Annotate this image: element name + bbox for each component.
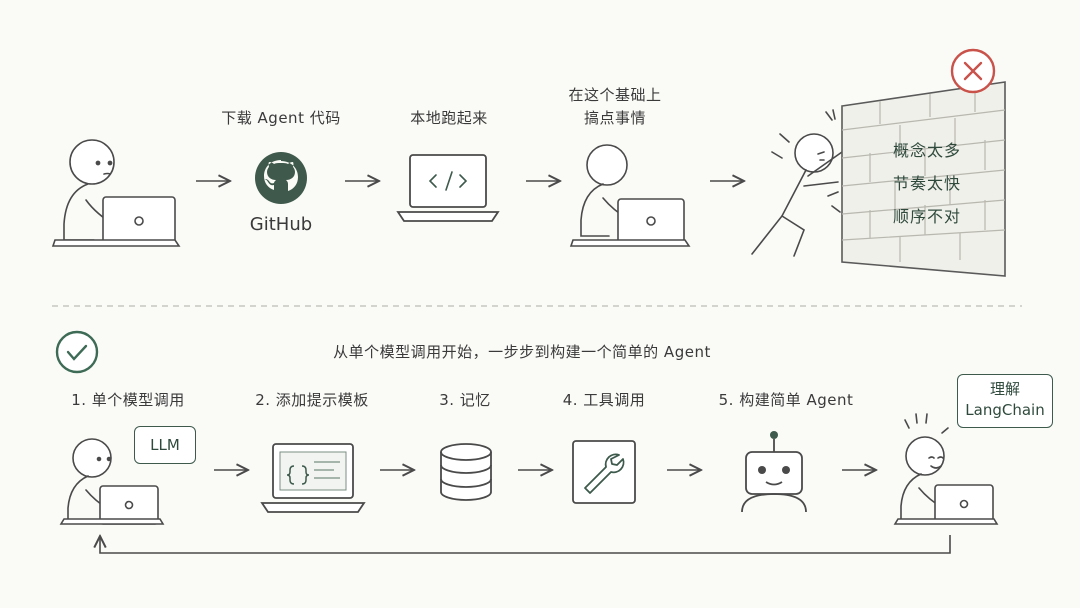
step-tinker-label-line1: 在这个基础上 (568, 86, 662, 104)
github-icon (255, 152, 307, 204)
wall-text-1: 概念太多 (893, 141, 962, 160)
step-3-label: 3. 记忆 (439, 391, 491, 409)
check-icon (55, 330, 99, 374)
wall-text-3: 顺序不对 (893, 207, 962, 226)
person-at-laptop-4 (893, 413, 999, 525)
understand-langchain-bubble: 理解 LangChain (957, 374, 1053, 428)
x-icon (950, 48, 996, 94)
step-tinker-label-line2: 搞点事情 (583, 109, 647, 127)
step-1-label: 1. 单个模型调用 (71, 391, 185, 409)
robot-icon (741, 431, 807, 513)
step-run-local-label: 本地跑起来 (410, 109, 488, 127)
llm-bubble: LLM (134, 426, 196, 464)
step-5-label: 5. 构建简单 Agent (718, 391, 854, 409)
step-2-label: 2. 添加提示模板 (255, 391, 369, 409)
bubble-line-1: 理解 (989, 380, 1020, 398)
code-icon (428, 171, 468, 191)
person-at-laptop-3 (59, 438, 165, 525)
bottom-headline: 从单个模型调用开始，一步步到构建一个简单的 Agent (333, 343, 711, 361)
step-download-label: 下载 Agent 代码 (221, 109, 341, 127)
database-icon (440, 443, 492, 501)
person-at-laptop-2 (569, 144, 691, 247)
bubble-line-2: LangChain (965, 401, 1045, 419)
loop-back-arrow (100, 535, 951, 554)
step-4-label: 4. 工具调用 (562, 391, 646, 409)
template-laptop (260, 443, 366, 513)
wrench-icon (572, 440, 636, 504)
wall-text-2: 节奏太快 (893, 174, 962, 193)
braces-icon (286, 461, 340, 485)
code-laptop (396, 154, 500, 222)
github-label: GitHub (249, 214, 313, 235)
person-at-laptop-1 (51, 139, 181, 247)
person-pushing-wall (751, 109, 843, 257)
brick-wall (841, 81, 1006, 277)
